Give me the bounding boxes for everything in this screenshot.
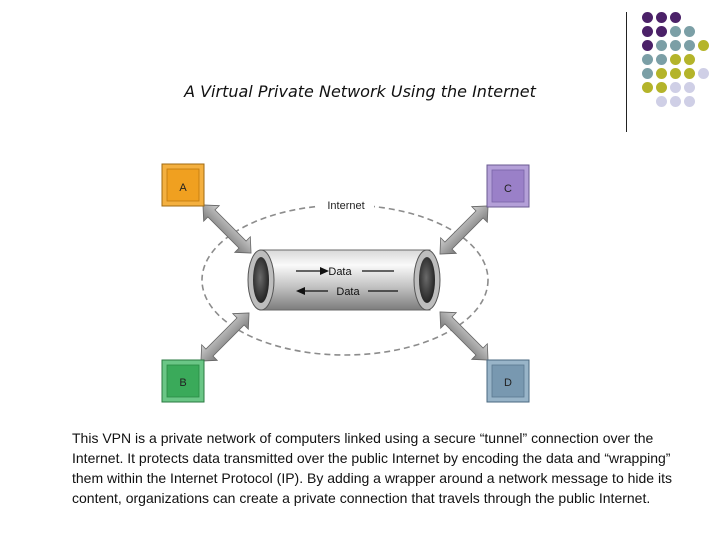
cloud-label: Internet <box>327 200 364 212</box>
node-b-face <box>166 364 200 398</box>
vpn-diagram: Internet Data Data <box>161 163 530 403</box>
arrow-c <box>439 205 489 255</box>
decor-dot <box>656 26 667 37</box>
data-reverse-arrowhead <box>296 287 305 295</box>
data-reverse-label: Data <box>336 286 360 298</box>
divider-line <box>626 12 627 132</box>
arrow-b <box>200 312 250 362</box>
decor-dot <box>642 82 653 93</box>
decor-dot <box>698 68 709 79</box>
decor-dot <box>642 26 653 37</box>
decor-dot <box>670 54 681 65</box>
decor-dot <box>656 82 667 93</box>
data-forward-arrowhead <box>320 267 329 275</box>
arrow-a <box>202 204 252 254</box>
decor-dot <box>684 26 695 37</box>
decor-dot <box>642 40 653 51</box>
decor-dot <box>656 96 667 107</box>
decor-dot <box>642 68 653 79</box>
decor-dot <box>670 40 681 51</box>
node-d-label: D <box>504 377 512 389</box>
decor-dot <box>684 40 695 51</box>
decor-dot <box>670 68 681 79</box>
node-b: B <box>161 359 205 403</box>
node-d-face <box>491 364 525 398</box>
decor-dot <box>670 26 681 37</box>
node-a: A <box>161 163 205 207</box>
decor-dot <box>656 40 667 51</box>
node-c-face <box>491 169 525 203</box>
decor-dot <box>670 96 681 107</box>
decor-dot <box>642 54 653 65</box>
node-c-label: C <box>504 183 512 195</box>
secure-tunnel <box>247 249 441 311</box>
decor-dot <box>684 68 695 79</box>
decor-dot <box>684 82 695 93</box>
decor-dot <box>656 12 667 23</box>
node-c: C <box>486 164 530 208</box>
slide-title: A Virtual Private Network Using the Inte… <box>184 82 536 101</box>
node-a-face <box>166 168 200 202</box>
vpn-description: This VPN is a private network of compute… <box>72 430 672 506</box>
decor-dot <box>670 12 681 23</box>
node-d: D <box>486 359 530 403</box>
decor-dot <box>642 12 653 23</box>
decor-dot <box>684 96 695 107</box>
data-forward-label: Data <box>328 266 352 278</box>
decor-dot <box>670 82 681 93</box>
decor-dot <box>656 68 667 79</box>
cloud-label-backdrop <box>318 197 374 213</box>
decor-dot <box>698 40 709 51</box>
decor-dot <box>656 54 667 65</box>
arrow-d <box>439 311 489 361</box>
node-a-label: A <box>179 182 187 194</box>
decor-dot <box>684 54 695 65</box>
node-b-label: B <box>179 377 186 389</box>
dot-pattern-decoration <box>638 10 718 120</box>
